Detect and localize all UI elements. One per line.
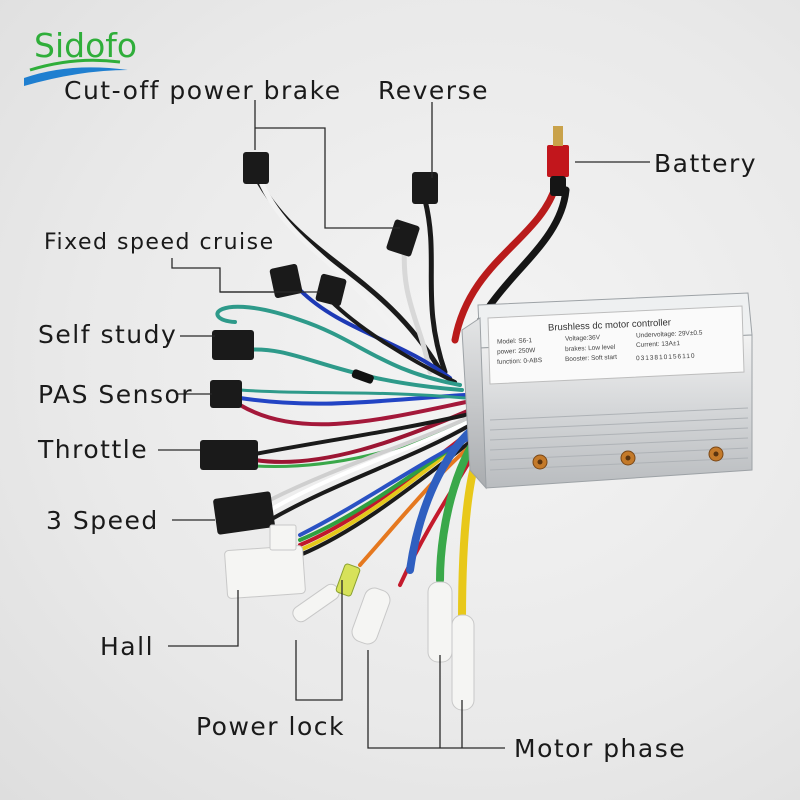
leader-hall [168, 590, 239, 647]
reverse-wire-black [422, 197, 448, 375]
speed-connector [213, 491, 275, 535]
controller-box [461, 292, 753, 490]
leader-phase [367, 650, 505, 749]
cruise-connector-1 [269, 263, 303, 299]
label-pas-sensor: PAS Sensor [38, 380, 194, 409]
phase-bullet-3 [451, 614, 475, 711]
battery-wire-red [451, 181, 560, 344]
label-self-study: Self study [38, 320, 178, 349]
powerlock-connector-2 [335, 563, 361, 597]
label-power-lock: Power lock [196, 712, 345, 741]
logo-swoosh-green [29, 58, 121, 72]
label-battery: Battery [654, 149, 758, 178]
brake-connector [243, 152, 269, 184]
phase-bullet-2 [427, 581, 453, 663]
pas-wire-red [238, 400, 468, 427]
reverse-connector [412, 172, 438, 204]
heat-shrink [351, 369, 374, 384]
label-cutoff-power-brake: Cut-off power brake [64, 76, 342, 105]
logo-swoosh [24, 67, 128, 86]
cruise-wire-black [328, 298, 457, 384]
battery-connector [547, 145, 569, 177]
brand-logo: Sidofo [34, 26, 138, 65]
leader-powerlock [295, 580, 343, 701]
leader-cruise [171, 258, 275, 293]
connectors [200, 126, 569, 711]
throttle-wire-black [253, 412, 472, 456]
brake-wire-white [257, 177, 423, 368]
label-reverse: Reverse [378, 76, 489, 105]
speed-wire-black [268, 422, 474, 522]
label-throttle: Throttle [38, 435, 149, 464]
phase-bullet-1 [351, 587, 391, 645]
selfstudy-wire-green [215, 304, 462, 387]
speed-wire-white [268, 418, 474, 512]
throttle-connector [200, 440, 258, 470]
pas-wire-green [238, 388, 467, 400]
label-motor-phase: Motor phase [514, 734, 687, 763]
hall-connector [224, 545, 306, 599]
label-hall: Hall [100, 632, 155, 661]
selfstudy-wire-green2 [243, 347, 464, 392]
label-3-speed: 3 Speed [46, 506, 159, 535]
reverse-connector-2 [386, 219, 420, 257]
speed-wire-gray [268, 414, 474, 502]
controller-label-sticker [487, 305, 745, 385]
mount-screws [532, 446, 724, 470]
controller-left-face [461, 317, 487, 490]
pas-connector [210, 380, 242, 408]
cruise-connector-2 [315, 273, 347, 307]
selfstudy-connector [212, 330, 254, 360]
label-fixed-speed-cruise: Fixed speed cruise [44, 230, 275, 255]
reverse-wire-gray [401, 237, 433, 375]
leader-lines [158, 100, 650, 749]
